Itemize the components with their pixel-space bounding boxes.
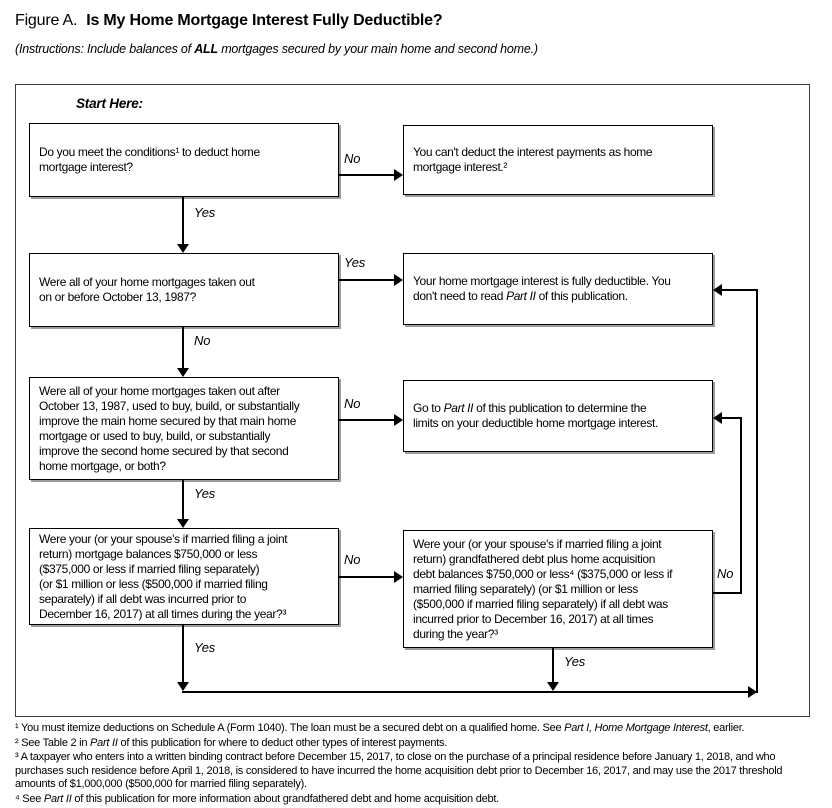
figure-label: Figure A. [15, 12, 78, 29]
box-question-conditions: Do you meet the conditions¹ to deduct ho… [29, 123, 339, 197]
box-text: Were your (or your spouse's if married f… [39, 531, 288, 621]
label-q4-yes: Yes [194, 640, 216, 655]
connector-inner-return [740, 417, 742, 594]
label-q2-yes: Yes [344, 255, 366, 270]
arrowhead-down-icon [177, 682, 189, 691]
box-text: Do you meet the conditions¹ to deduct ho… [39, 145, 260, 174]
footnote-4: ⁴ See Part II of this publication for mo… [15, 792, 499, 805]
label-q3-no: No [344, 396, 361, 411]
box-question-grandfathered-debt: Were your (or your spouse's if married f… [403, 530, 713, 648]
figure-title: Is My Home Mortgage Interest Fully Deduc… [86, 12, 443, 29]
box-text: Were all of your home mortgages taken ou… [39, 383, 300, 473]
connector-a4-no-exit [713, 592, 742, 594]
box-question-before-oct-1987: Were all of your home mortgages taken ou… [29, 253, 339, 327]
box-result-cant-deduct: You can't deduct the interest payments a… [403, 125, 713, 195]
label-q1-yes: Yes [194, 205, 216, 220]
footnote-2: ² See Table 2 in Part II of this publica… [15, 736, 448, 749]
label-q4-no: No [344, 552, 361, 567]
connector-q2-no [182, 327, 184, 368]
footnotes-section: ¹ You must itemize deductions on Schedul… [15, 722, 816, 807]
box-text: You can't deduct the interest payments a… [413, 145, 653, 174]
box-text: Go to Part II of this publication to det… [413, 401, 658, 430]
arrowhead-right-icon [394, 414, 403, 426]
arrowhead-right-icon [394, 571, 403, 583]
arrowhead-left-icon [713, 412, 722, 424]
connector-q2-yes [338, 279, 394, 281]
connector-a4-yes [552, 648, 554, 682]
page-title: Figure A. Is My Home Mortgage Interest Fu… [15, 12, 443, 30]
arrowhead-right-icon [748, 686, 757, 698]
connector-q3-no [338, 419, 394, 421]
box-question-mortgage-balances: Were your (or your spouse's if married f… [29, 528, 339, 625]
label-q1-no: No [344, 151, 361, 166]
connector-outer-return-top [722, 289, 758, 291]
box-text: Were all of your home mortgages taken ou… [39, 275, 255, 304]
connector-outer-return [756, 289, 758, 693]
connector-q4-no [338, 576, 394, 578]
connector-q3-yes [182, 480, 184, 519]
label-q2-no: No [194, 333, 211, 348]
arrowhead-left-icon [713, 284, 722, 296]
arrowhead-right-icon [394, 274, 403, 286]
connector-q1-yes [182, 197, 184, 244]
label-a4-yes: Yes [564, 654, 586, 669]
footnote-1: ¹ You must itemize deductions on Schedul… [15, 722, 745, 734]
connector-bottom-merge [182, 691, 748, 693]
label-a4-no: No [717, 566, 734, 581]
instructions-line: (Instructions: Include balances of ALL m… [15, 42, 538, 56]
arrowhead-down-icon [547, 682, 559, 691]
connector-inner-return-top [722, 417, 742, 419]
connector-q4-yes [182, 625, 184, 682]
arrowhead-right-icon [394, 169, 403, 181]
box-result-go-to-part-2: Go to Part II of this publication to det… [403, 380, 713, 452]
box-question-buy-build-improve: Were all of your home mortgages taken ou… [29, 377, 339, 480]
connector-q1-no [338, 174, 394, 176]
start-here-label: Start Here: [76, 96, 143, 111]
arrowhead-down-icon [177, 244, 189, 253]
arrowhead-down-icon [177, 519, 189, 528]
box-result-fully-deductible: Your home mortgage interest is fully ded… [403, 253, 713, 325]
box-text: Were your (or your spouse's if married f… [413, 536, 673, 641]
box-text: Your home mortgage interest is fully ded… [413, 274, 671, 303]
footnote-3: ³ A taxpayer who enters into a written b… [15, 751, 783, 790]
label-q3-yes: Yes [194, 486, 216, 501]
arrowhead-down-icon [177, 368, 189, 377]
